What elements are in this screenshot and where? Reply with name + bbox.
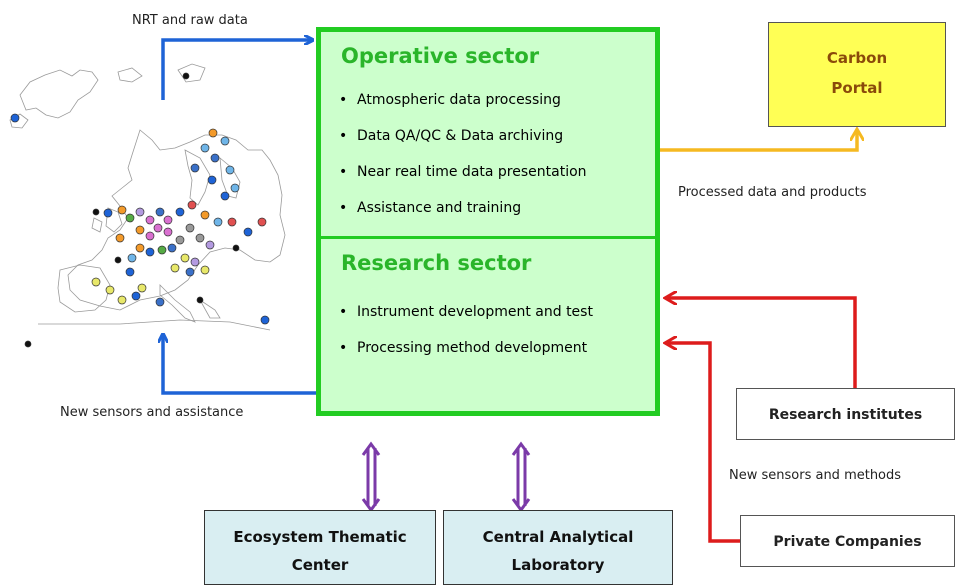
research-sector-title: Research sector xyxy=(341,251,532,275)
nrt-label: NRT and raw data xyxy=(132,13,248,28)
carbon-portal-line2: Portal xyxy=(831,79,883,97)
lab-purple-arrow xyxy=(511,441,531,513)
new-sensors-methods-label: New sensors and methods xyxy=(729,468,902,483)
sector-divider xyxy=(321,236,655,239)
operative-item: Near real time data presentation xyxy=(339,162,587,198)
central-lab-line1: Central Analytical xyxy=(482,528,634,546)
operative-sector-title: Operative sector xyxy=(341,44,540,68)
nrt-arrow xyxy=(161,40,312,100)
central-lab-box: Central Analytical Laboratory xyxy=(443,510,673,585)
ecosystem-center-box: Ecosystem Thematic Center xyxy=(204,510,436,585)
private-companies-box: Private Companies xyxy=(740,515,955,567)
research-institutes-label: Research institutes xyxy=(768,407,923,423)
carbon-portal-line1: Carbon xyxy=(826,49,888,67)
ecosystem-center-line1: Ecosystem Thematic xyxy=(233,528,407,546)
processed-arrow xyxy=(660,131,857,152)
research-institutes-arrow xyxy=(667,298,857,388)
new-sensors-assistance-label: New sensors and assistance xyxy=(60,405,244,420)
operative-list: Atmospheric data processing Data QA/QC &… xyxy=(339,90,587,234)
research-list: Instrument development and test Processi… xyxy=(339,302,593,374)
private-companies-label: Private Companies xyxy=(773,534,922,550)
research-item: Processing method development xyxy=(339,338,593,374)
ecosystem-purple-arrow xyxy=(361,441,381,513)
processed-label: Processed data and products xyxy=(678,185,867,200)
assistance-arrow xyxy=(163,335,316,395)
research-institutes-box: Research institutes xyxy=(736,388,955,440)
carbon-portal-box: Carbon Portal xyxy=(768,22,946,127)
central-lab-line2: Laboratory xyxy=(511,556,605,574)
main-sector-box: Operative sector Atmospheric data proces… xyxy=(316,27,660,416)
research-item: Instrument development and test xyxy=(339,302,593,338)
ecosystem-center-line2: Center xyxy=(291,556,349,574)
operative-item: Atmospheric data processing xyxy=(339,90,587,126)
operative-item: Assistance and training xyxy=(339,198,587,234)
operative-item: Data QA/QC & Data archiving xyxy=(339,126,587,162)
private-companies-arrow xyxy=(667,343,740,543)
